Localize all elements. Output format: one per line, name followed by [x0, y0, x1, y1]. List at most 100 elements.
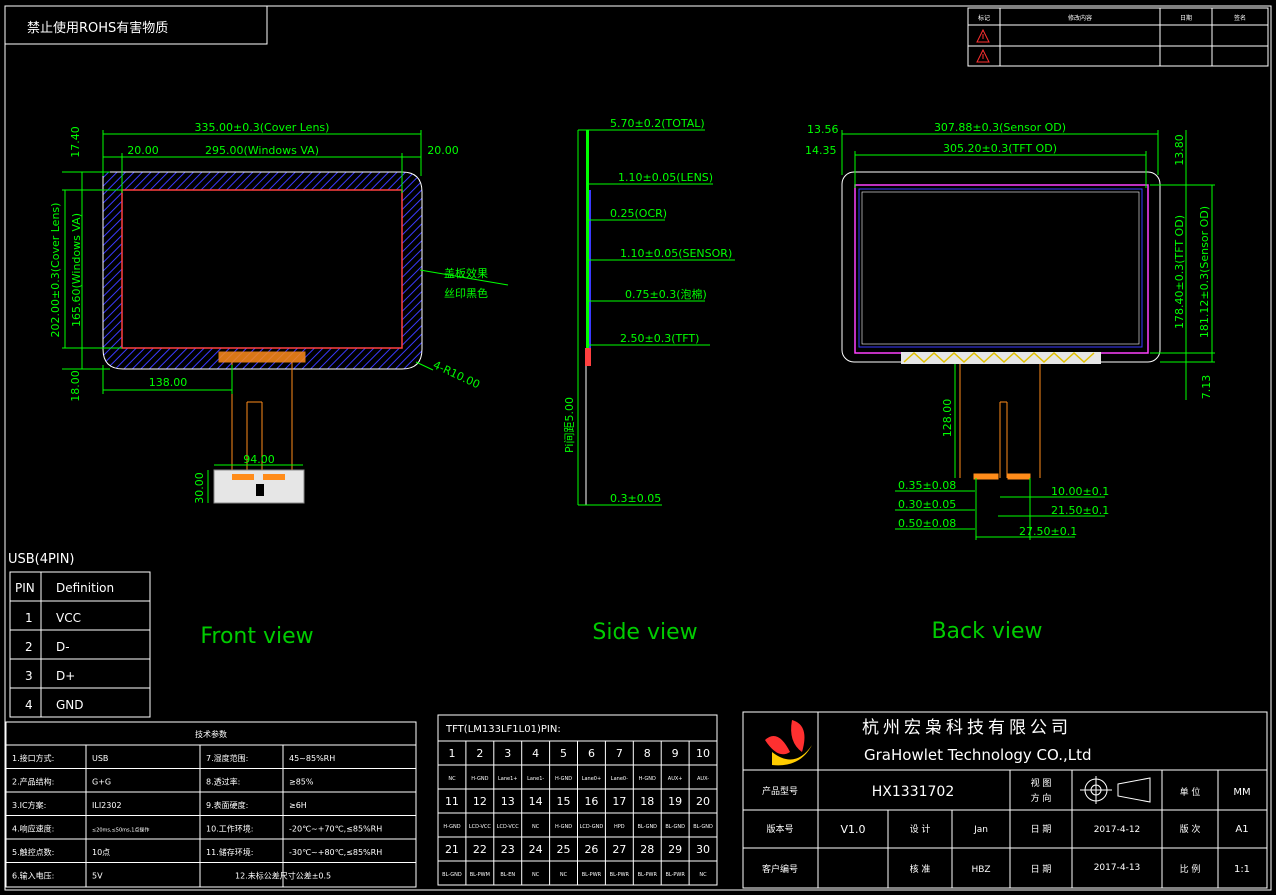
spec-cell: 10.工作环境: [206, 824, 253, 834]
usb-def-3: D+ [56, 669, 75, 683]
tft-pin-signal: Lane1+ [498, 776, 517, 782]
tft-pin-number: 8 [644, 747, 651, 760]
back-pcb-zigzag [903, 351, 1095, 364]
tft-pin-number: 14 [529, 795, 543, 808]
tft-pin-signal: BL-GND [442, 872, 462, 878]
side-view-label: Side view [592, 620, 697, 645]
front-dim-connector-h: 30.00 [193, 472, 206, 504]
tft-pin-number: 23 [501, 843, 515, 856]
tft-pin-signal: BL-PWR [610, 872, 630, 878]
tft-pin-signal: H-GND [639, 776, 656, 782]
side-dim-fpc-thickness: 0.3±0.05 [610, 492, 661, 505]
spec-cell: 45~85%RH [289, 754, 335, 763]
unit-label: 单 位 [1180, 786, 1201, 798]
tft-pin-signal: Lane0+ [582, 776, 601, 782]
company-logo [765, 720, 812, 766]
front-dim-fpc-offset: 138.00 [149, 376, 188, 389]
tft-pin-table-title: TFT(LM133LF1L01)PIN: [445, 724, 561, 735]
front-dim-cover-h: 202.00±0.3(Cover Lens) [49, 203, 62, 338]
tft-pin-number: 11 [445, 795, 459, 808]
tft-pin-number: 18 [640, 795, 654, 808]
side-dim-sensor: 1.10±0.05(SENSOR) [620, 247, 732, 260]
rev-header-sign: 签名 [1234, 14, 1246, 22]
side-lens-layer [586, 130, 589, 348]
spec-cell: 11.储存环境: [206, 847, 253, 857]
tft-pin-signal: BL-GND [665, 824, 685, 830]
spec-cell: 7.湿度范围: [206, 753, 248, 763]
usb-pin-3: 3 [25, 669, 33, 683]
tft-pin-signal: HPD [614, 824, 625, 830]
spec-cell: 1.接口方式: [12, 753, 54, 763]
projection-symbol-icon [1080, 776, 1151, 804]
front-dim-margin-right: 20.00 [427, 144, 459, 157]
tft-pin-number: 2 [476, 747, 483, 760]
back-source-pcb [901, 352, 1101, 364]
front-connector-pad-right [263, 474, 285, 480]
tft-pin-signal: NC [560, 872, 568, 878]
back-dim-tft-h: 178.40±0.3(TFT OD) [1173, 215, 1186, 329]
tft-pin-number: 25 [557, 843, 571, 856]
front-dim-margin-left: 20.00 [127, 144, 159, 157]
usb-table: USB(4PIN) PIN Definition 1 VCC 2 D- 3 D+… [8, 552, 151, 718]
tft-pin-number: 17 [612, 795, 626, 808]
spec-table-title: 技术参数 [195, 729, 227, 739]
spec-cell: ≥85% [289, 778, 314, 787]
sheet-border [4, 5, 1272, 891]
usb-def-1: VCC [56, 611, 81, 625]
usb-pin-2: 2 [25, 640, 33, 654]
date-label-2: 日 期 [1031, 864, 1052, 875]
tft-pin-number: 29 [668, 843, 682, 856]
edition-value: A1 [1235, 824, 1248, 835]
tft-pin-number: 12 [473, 795, 487, 808]
front-annotation-line2: 丝印黑色 [444, 286, 488, 300]
scale-label: 比 例 [1180, 863, 1201, 875]
tft-pin-number: 15 [557, 795, 571, 808]
tft-pin-signal: BL-PWR [638, 872, 658, 878]
back-dim-tft-w: 305.20±0.3(TFT OD) [943, 142, 1057, 155]
back-dim-w2: 21.50±0.1 [1051, 504, 1109, 517]
tft-pin-signal: Lane1- [527, 776, 544, 782]
tft-pin-signal: BL-GND [637, 824, 657, 830]
tft-pin-signal: AUX- [697, 776, 709, 782]
spec-cell: -20℃~+70℃,≤85%RH [289, 825, 382, 834]
company-name-cn: 杭州宏枭科技有限公司 [862, 718, 1072, 738]
tft-pin-signal: NC [532, 872, 540, 878]
tft-pin-number: 27 [612, 843, 626, 856]
tft-pin-number: 16 [584, 795, 598, 808]
warning-triangle-icon [976, 28, 990, 43]
approver-value: HBZ [971, 865, 990, 875]
tft-pin-signal: H-GND [555, 776, 572, 782]
front-connector-pad-left [232, 474, 254, 480]
back-tft-inner [861, 191, 1140, 345]
spec-cell: G+G [92, 778, 111, 787]
front-dim-top-margin: 17.40 [69, 126, 82, 158]
date-value-1: 2017-4-12 [1094, 825, 1141, 835]
tft-pin-signal: BL-PWM [470, 872, 490, 878]
tft-pin-signal: H-GND [471, 776, 488, 782]
front-view: 335.00±0.3(Cover Lens) 295.00(Windows VA… [49, 121, 509, 649]
model-value: HX1331702 [872, 784, 954, 800]
tft-pin-number: 3 [504, 747, 511, 760]
edition-label: 版 次 [1180, 823, 1201, 835]
tft-pin-number: 30 [696, 843, 710, 856]
tft-pin-signal: NC [448, 776, 456, 782]
tft-pin-number: 4 [532, 747, 539, 760]
tft-pin-number: 1 [448, 747, 455, 760]
tft-pin-number: 5 [560, 747, 567, 760]
tft-pin-signal: Lane0- [611, 776, 628, 782]
tft-pin-signal: LCD-VCC [469, 824, 492, 830]
front-dim-connector-w: 94.00 [243, 453, 275, 466]
spec-cell: 5.触控点数: [12, 847, 54, 857]
spec-cell: ILI2302 [92, 801, 122, 810]
front-dim-cover-w: 335.00±0.3(Cover Lens) [195, 121, 330, 134]
back-view-label: Back view [931, 619, 1042, 644]
tft-pin-signal: BL-GND [693, 824, 713, 830]
tft-pin-number: 24 [529, 843, 543, 856]
front-dim-va-w: 295.00(Windows VA) [205, 144, 319, 157]
scale-value: 1:1 [1234, 864, 1250, 875]
spec-cell: 9.表面硬度: [206, 800, 248, 810]
spec-cell: 3.IC方案: [12, 800, 46, 810]
